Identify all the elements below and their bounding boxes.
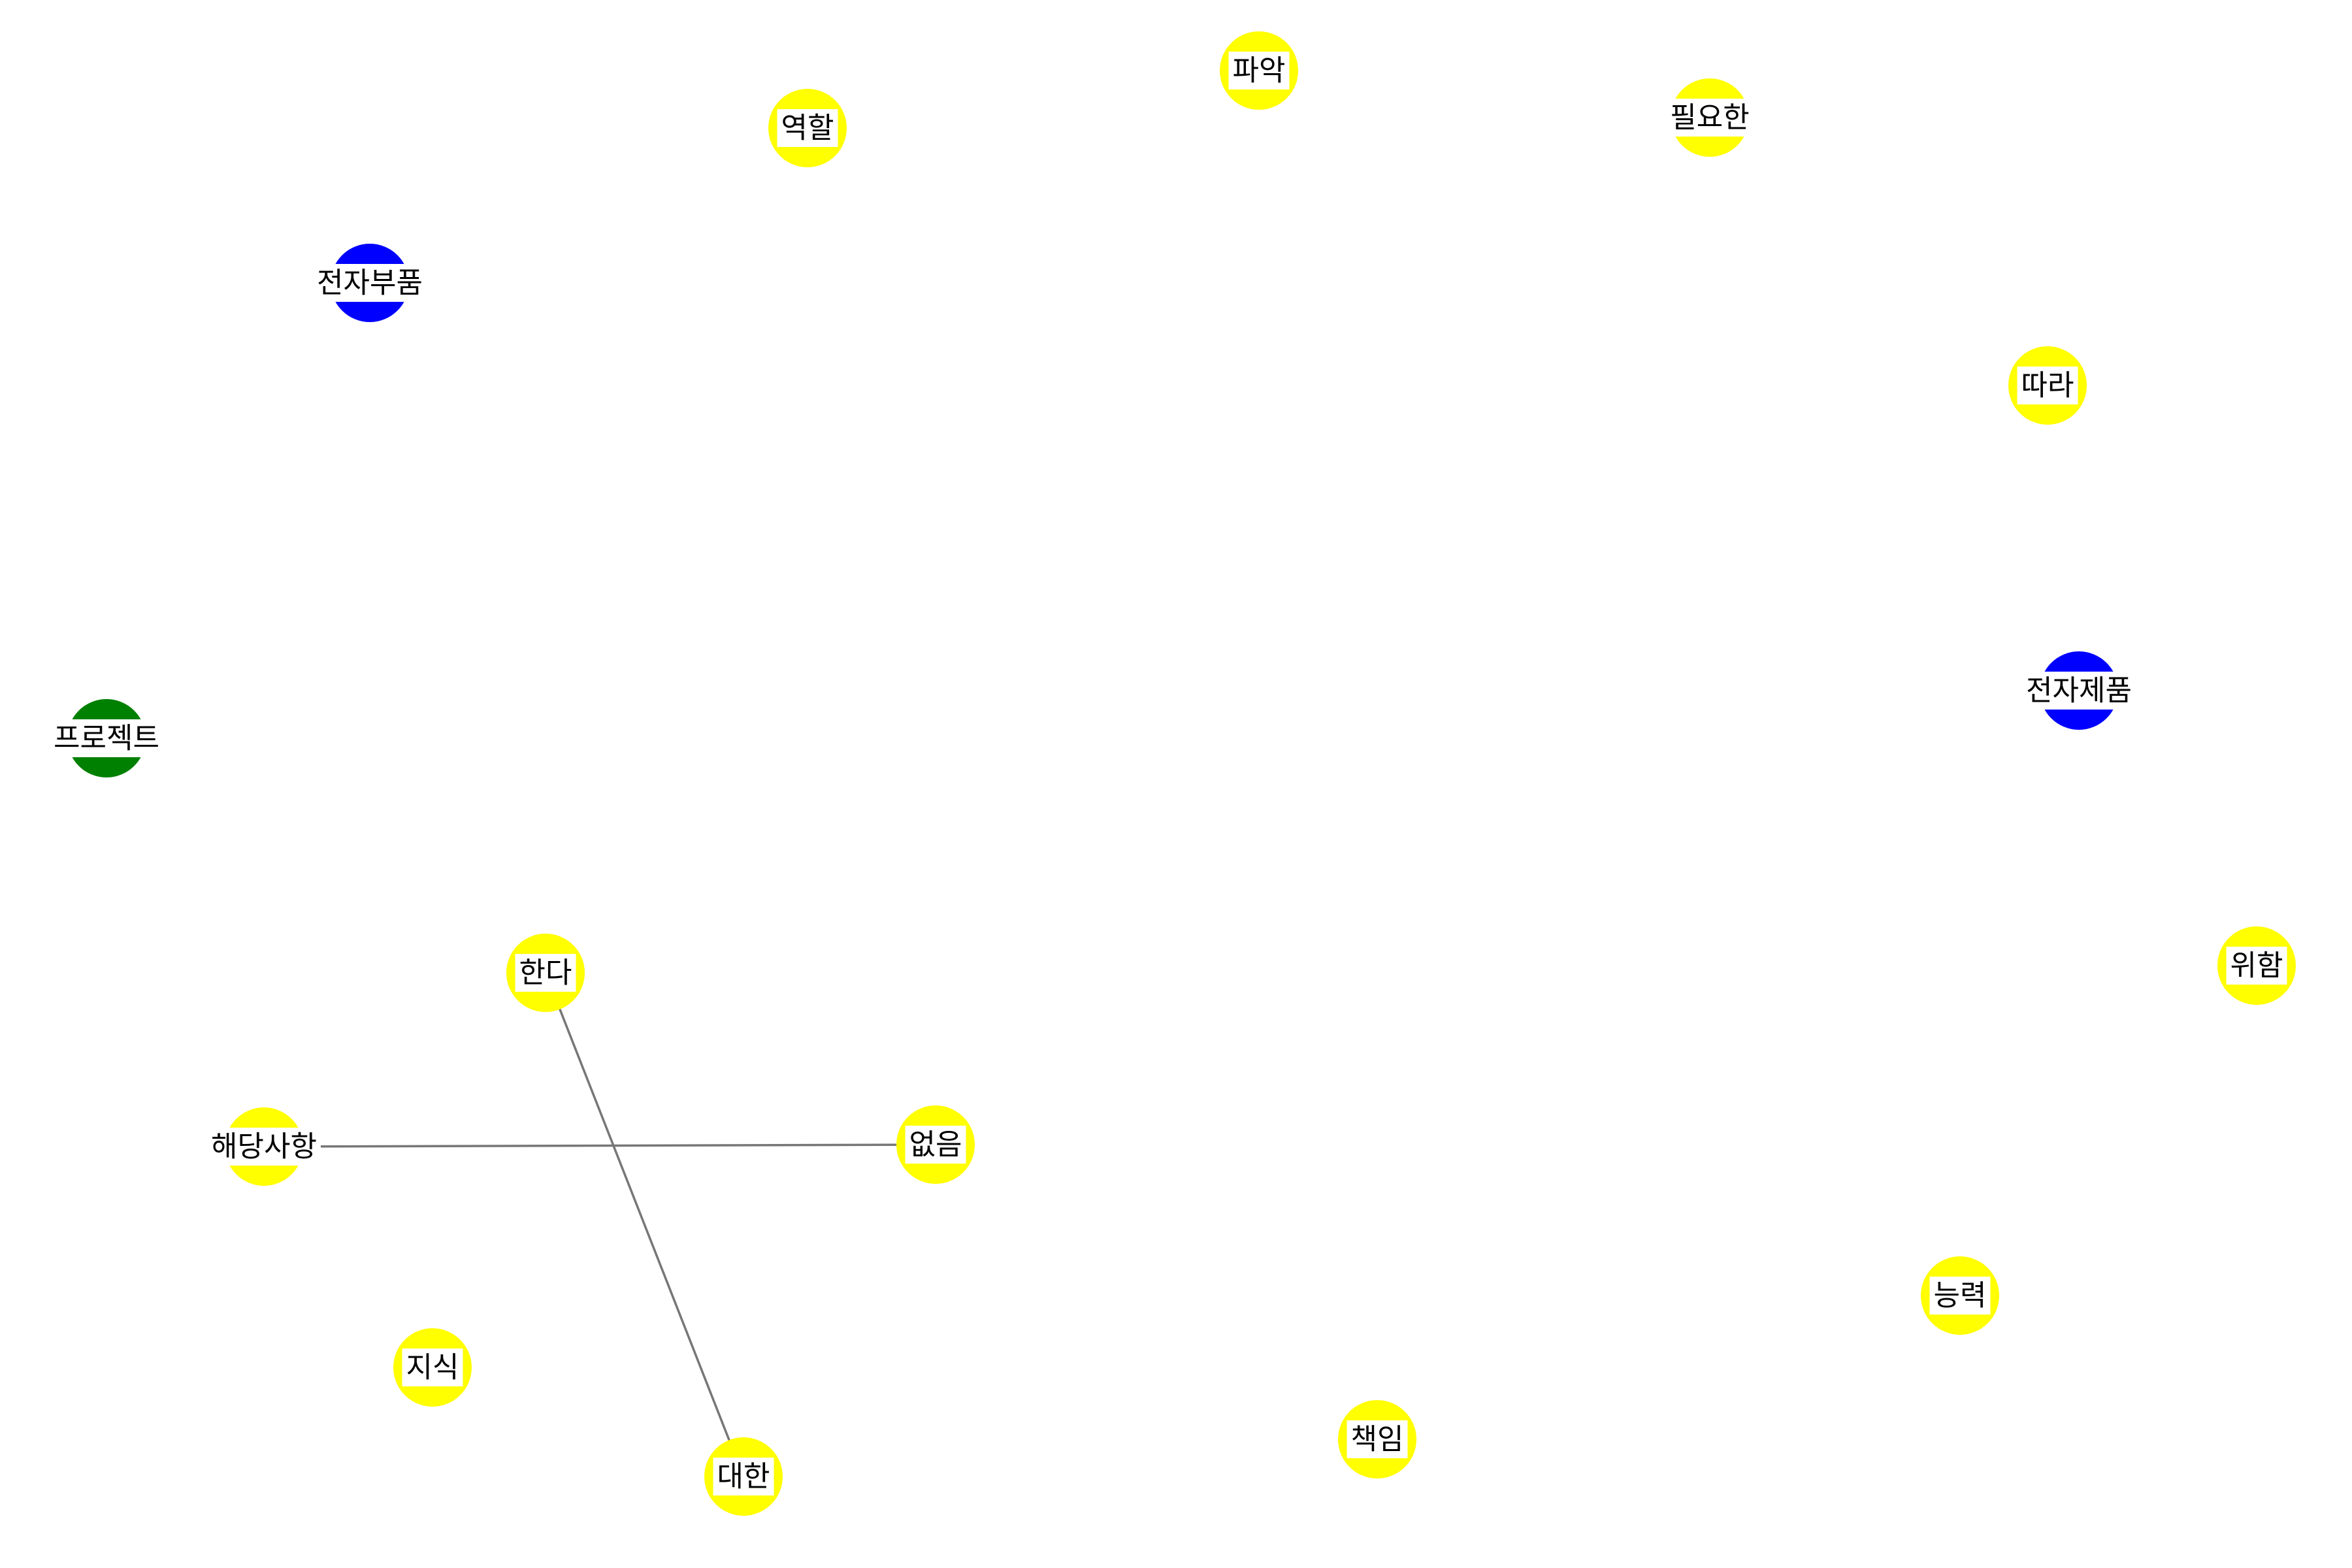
graph-node: 해당사항 (207, 1107, 321, 1186)
node-label: 위함 (2230, 949, 2283, 983)
node-label: 전자부품 (317, 267, 423, 300)
graph-node: 지식 (393, 1328, 472, 1407)
node-label-background (50, 719, 163, 757)
node-label-background (2017, 367, 2078, 404)
node-label-background (1929, 1277, 1991, 1315)
node-label: 역할 (781, 112, 834, 145)
node-label-background (402, 1348, 463, 1386)
graph-node: 파악 (1220, 31, 1298, 110)
graph-edge (263, 1143, 936, 1148)
graph-node: 없음 (896, 1105, 975, 1184)
node-label-background (1228, 52, 1290, 90)
node-label: 프로젝트 (54, 722, 159, 755)
node-label: 해당사항 (211, 1130, 317, 1164)
node-label-background (515, 954, 576, 992)
node-label: 따라 (2021, 369, 2074, 402)
node-label-background (905, 1126, 966, 1164)
graph-node: 따라 (2008, 346, 2087, 425)
node-label-background (777, 109, 838, 147)
graph-node: 역할 (768, 89, 847, 167)
node-label: 지식 (406, 1351, 459, 1384)
graph-node: 전자제품 (2022, 651, 2136, 730)
node-label-background (1666, 99, 1754, 137)
graph-node: 한다 (506, 934, 585, 1012)
node-label-background (2226, 947, 2287, 985)
node-label: 파악 (1233, 54, 1286, 88)
node-label: 필요한 (1670, 101, 1749, 135)
graph-node: 책임 (1338, 1400, 1416, 1478)
node-label: 책임 (1351, 1423, 1404, 1456)
node-label-background (313, 264, 427, 302)
graph-node: 전자부품 (313, 244, 427, 322)
node-label: 전자제품 (2026, 674, 2132, 708)
node-label-background (1347, 1420, 1408, 1458)
graph-node: 능력 (1921, 1256, 1999, 1335)
graph-node: 위함 (2217, 926, 2296, 1005)
edges-layer (263, 972, 936, 1477)
node-label: 대한 (717, 1460, 770, 1494)
node-label: 한다 (519, 956, 572, 990)
node-label-background (713, 1458, 774, 1495)
node-label-background (2022, 672, 2136, 710)
graph-node: 프로젝트 (50, 699, 163, 777)
graph-edge (544, 972, 745, 1477)
node-label: 능력 (1934, 1279, 1987, 1313)
graph-node: 대한 (704, 1437, 783, 1516)
node-label-background (207, 1128, 321, 1166)
node-label: 없음 (909, 1128, 962, 1162)
graph-node: 필요한 (1666, 78, 1754, 157)
